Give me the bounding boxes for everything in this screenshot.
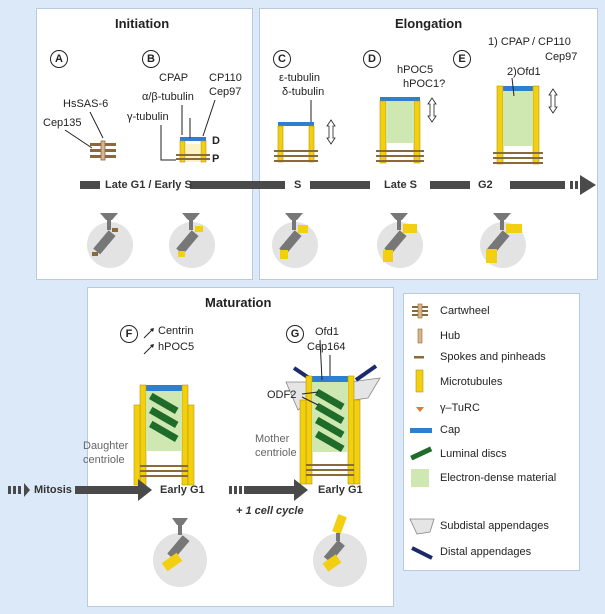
legend-subdistal: Subdistal appendages xyxy=(440,520,549,532)
step-c-badge: C xyxy=(273,50,291,68)
distal-appendages-icon xyxy=(411,546,433,560)
gamma-turc-icon xyxy=(416,407,424,412)
cell-6-icon xyxy=(153,518,207,587)
cap-icon xyxy=(410,428,432,433)
label-ofd1-g: Ofd1 xyxy=(315,326,339,338)
hub-icon xyxy=(417,328,423,344)
step-f-badge: F xyxy=(120,325,138,343)
label-hssas6: HsSAS-6 xyxy=(63,98,109,110)
legend-cap: Cap xyxy=(440,424,461,436)
label-cep97-e: Cep97 xyxy=(545,51,578,63)
centriole-c-icon xyxy=(274,122,318,163)
subdistal-appendages-icon xyxy=(409,518,435,535)
phase-early-g1-b: Early G1 xyxy=(318,484,363,496)
label-distal-d: D xyxy=(212,135,220,147)
label-alpha-beta-tubulin: α/β-tubulin xyxy=(142,91,194,103)
cell-7-icon xyxy=(313,514,367,587)
step-d-badge: D xyxy=(363,50,381,68)
legend-spokes: Spokes and pinheads xyxy=(440,351,546,363)
label-slash: / xyxy=(532,36,536,48)
legend-gamma-turc: γ–TuRC xyxy=(440,402,480,414)
cell-1-icon xyxy=(87,213,133,268)
label-mother: Mother xyxy=(255,433,290,445)
cell-5-icon xyxy=(480,213,526,268)
step-b-badge: B xyxy=(142,50,160,68)
legend-distal: Distal appendages xyxy=(440,546,532,558)
centriole-d-icon xyxy=(376,97,424,164)
label-cep164: Cep164 xyxy=(307,341,346,353)
label-epsilon-tubulin: ε-tubulin xyxy=(279,72,320,84)
procentriole-b-icon xyxy=(176,137,210,163)
luminal-discs-icon xyxy=(410,446,433,461)
label-hpoc5-f: hPOC5 xyxy=(158,341,195,353)
elongation-title: Elongation xyxy=(395,16,463,31)
cycle-note: + 1 cell cycle xyxy=(236,505,304,517)
cartwheel-a-icon xyxy=(90,140,116,161)
phase-mitosis: Mitosis xyxy=(34,484,72,496)
cell-3-icon xyxy=(272,213,318,268)
legend-hub: Hub xyxy=(440,330,461,342)
daughter-centriole-f-icon xyxy=(133,384,195,486)
label-delta-tubulin: δ-tubulin xyxy=(282,86,325,98)
centriole-e-icon xyxy=(493,85,543,165)
label-cpap: CPAP xyxy=(159,72,189,84)
label-daughter-centriole: centriole xyxy=(83,454,125,466)
label-hpoc5: hPOC5 xyxy=(397,64,434,76)
initiation-title: Initiation xyxy=(115,16,170,31)
phase-early-g1-a: Early G1 xyxy=(160,484,205,496)
cell-2-icon xyxy=(169,213,215,268)
label-cep135: Cep135 xyxy=(43,117,82,129)
legend-luminal-discs: Luminal discs xyxy=(440,448,507,460)
maturation-title: Maturation xyxy=(205,295,272,310)
label-cep97: Cep97 xyxy=(209,86,242,98)
phase-late-s: Late S xyxy=(384,179,418,191)
legend-icons xyxy=(409,303,435,560)
label-gamma-tubulin: γ-tubulin xyxy=(127,111,169,123)
label-mother-centriole: centriole xyxy=(255,447,297,459)
label-proximal-p: P xyxy=(212,153,220,165)
step-a-badge: A xyxy=(50,50,68,68)
label-hpoc1: hPOC1? xyxy=(403,78,446,90)
step-g-badge: G xyxy=(286,325,304,343)
step-e-badge: E xyxy=(453,50,471,68)
spokes-icon xyxy=(414,356,424,359)
legend-cartwheel: Cartwheel xyxy=(440,305,490,317)
electron-dense-icon xyxy=(411,469,429,487)
cell-4-icon xyxy=(377,213,423,268)
label-daughter: Daughter xyxy=(83,440,129,452)
label-centrin: Centrin xyxy=(158,325,194,337)
phase-g2: G2 xyxy=(478,179,493,191)
label-cp110-e: CP110 xyxy=(538,36,571,48)
legend-electron-dense: Electron-dense material xyxy=(440,472,557,484)
cartwheel-icon xyxy=(412,303,428,319)
label-cp110: CP110 xyxy=(209,72,242,84)
phase-late-g1-early-s: Late G1 / Early S xyxy=(105,179,192,191)
label-cpap-e: 1) CPAP xyxy=(488,36,530,48)
label-odf2: ODF2 xyxy=(267,389,297,401)
legend-microtubules: Microtubules xyxy=(440,376,503,388)
label-ofd1-e: 2)Ofd1 xyxy=(507,66,541,78)
mother-centriole-g-icon xyxy=(285,364,381,485)
phase-s: S xyxy=(294,179,302,191)
microtubules-icon xyxy=(415,369,424,393)
